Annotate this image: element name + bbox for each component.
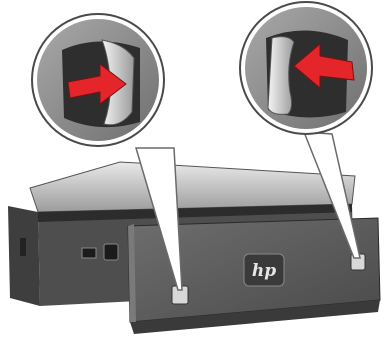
hp-logo: hp (252, 261, 276, 281)
left-latch-callout (32, 14, 164, 146)
printer-top-surface (30, 162, 355, 212)
power-port (104, 244, 118, 260)
right-latch-callout (240, 2, 372, 134)
side-slot (20, 238, 26, 256)
usb-port (82, 248, 96, 258)
printer-body: hp (8, 162, 380, 334)
